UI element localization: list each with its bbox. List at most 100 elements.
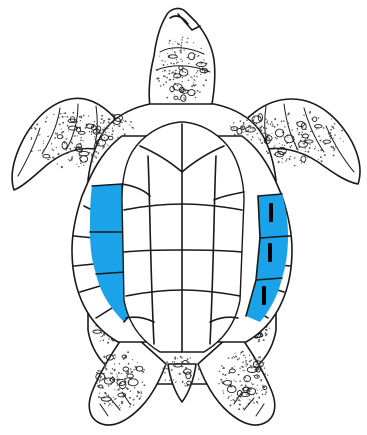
stipple-dot [246, 117, 248, 119]
stipple-dot [61, 133, 62, 134]
stipple-dot [70, 150, 72, 152]
stipple-dot [64, 116, 65, 117]
stipple-dot [182, 77, 183, 78]
stipple-dot [114, 363, 115, 364]
stipple-dot [165, 76, 166, 77]
stipple-dot [76, 148, 77, 149]
stipple-dot [200, 74, 201, 75]
stipple-dot [184, 98, 185, 99]
stipple-dot [236, 128, 237, 129]
stipple-dot [80, 116, 82, 118]
stipple-dot [249, 125, 251, 127]
stipple-dot [230, 126, 231, 127]
stipple-dot [174, 357, 176, 359]
stipple-dot [250, 128, 252, 130]
stipple-dot [262, 359, 264, 361]
stipple-dot [108, 338, 110, 340]
stipple-dot [262, 385, 263, 386]
stipple-dot [108, 119, 109, 120]
stipple-dot [272, 133, 273, 134]
stipple-dot [195, 84, 196, 85]
stipple-dot [264, 367, 265, 368]
stipple-dot [265, 119, 266, 120]
stipple-dot [274, 126, 276, 128]
stipple-dot [261, 130, 263, 132]
stipple-dot [176, 62, 177, 63]
stipple-dot [170, 376, 172, 378]
stipple-dot [139, 398, 141, 400]
stipple-dot [263, 127, 265, 129]
stipple-dot [297, 128, 299, 130]
stipple-dot [72, 133, 73, 134]
stipple-dot [238, 408, 240, 410]
stipple-dot [318, 159, 319, 160]
stipple-dot [298, 134, 300, 136]
stipple-dot [287, 122, 289, 124]
stipple-dot [115, 398, 116, 399]
stipple-dot [187, 42, 188, 43]
stipple-dot [252, 114, 253, 115]
stipple-dot [68, 159, 69, 160]
stipple-dot [175, 382, 176, 383]
stipple-dot [318, 135, 320, 137]
stipple-dot [31, 151, 32, 152]
stipple-dot [47, 159, 49, 161]
stipple-dot [31, 127, 33, 129]
stipple-dot [49, 159, 50, 160]
stipple-dot [182, 71, 184, 73]
stipple-dot [68, 130, 69, 131]
tag-mark-3 [262, 286, 266, 305]
stipple-dot [291, 129, 292, 130]
stipple-dot [253, 402, 254, 403]
stipple-dot [245, 385, 247, 387]
stipple-dot [260, 133, 261, 134]
stipple-dot [118, 405, 119, 406]
stipple-dot [253, 358, 255, 360]
stipple-dot [309, 147, 311, 149]
stipple-dot [38, 150, 39, 151]
stipple-dot [243, 370, 244, 371]
stipple-dot [275, 145, 276, 146]
stipple-dot [259, 356, 261, 358]
stipple-dot [109, 122, 110, 123]
stipple-dot [199, 91, 201, 93]
stipple-dot [341, 130, 343, 132]
stipple-dot [258, 357, 259, 358]
stipple-dot [64, 112, 66, 114]
scale-ring [301, 156, 306, 162]
stipple-dot [266, 329, 268, 331]
stipple-dot [52, 149, 54, 151]
stipple-dot [305, 151, 306, 152]
stipple-dot [190, 357, 191, 358]
stipple-dot [288, 114, 289, 115]
stipple-dot [129, 124, 130, 125]
stipple-dot [301, 131, 302, 132]
stipple-dot [173, 63, 175, 65]
stipple-dot [290, 147, 291, 148]
stipple-dot [103, 356, 105, 358]
stipple-dot [74, 135, 76, 137]
stipple-dot [108, 132, 109, 133]
stipple-dot [130, 121, 132, 123]
stipple-dot [246, 134, 247, 135]
stipple-dot [222, 373, 224, 375]
stipple-dot [59, 123, 61, 125]
stipple-dot [65, 138, 66, 139]
stipple-dot [298, 152, 299, 153]
stipple-dot [133, 369, 135, 371]
stipple-dot [261, 389, 262, 390]
stipple-dot [239, 368, 240, 369]
stipple-dot [330, 138, 331, 139]
stipple-dot [175, 54, 176, 55]
stipple-dot [238, 358, 239, 359]
stipple-dot [93, 147, 94, 148]
stipple-dot [117, 385, 118, 386]
stipple-dot [246, 364, 248, 366]
stipple-dot [78, 166, 79, 167]
stipple-dot [176, 59, 177, 60]
stipple-dot [111, 405, 112, 406]
stipple-dot [198, 366, 200, 368]
stipple-dot [256, 401, 258, 403]
stipple-dot [301, 134, 303, 136]
stipple-dot [96, 372, 97, 373]
